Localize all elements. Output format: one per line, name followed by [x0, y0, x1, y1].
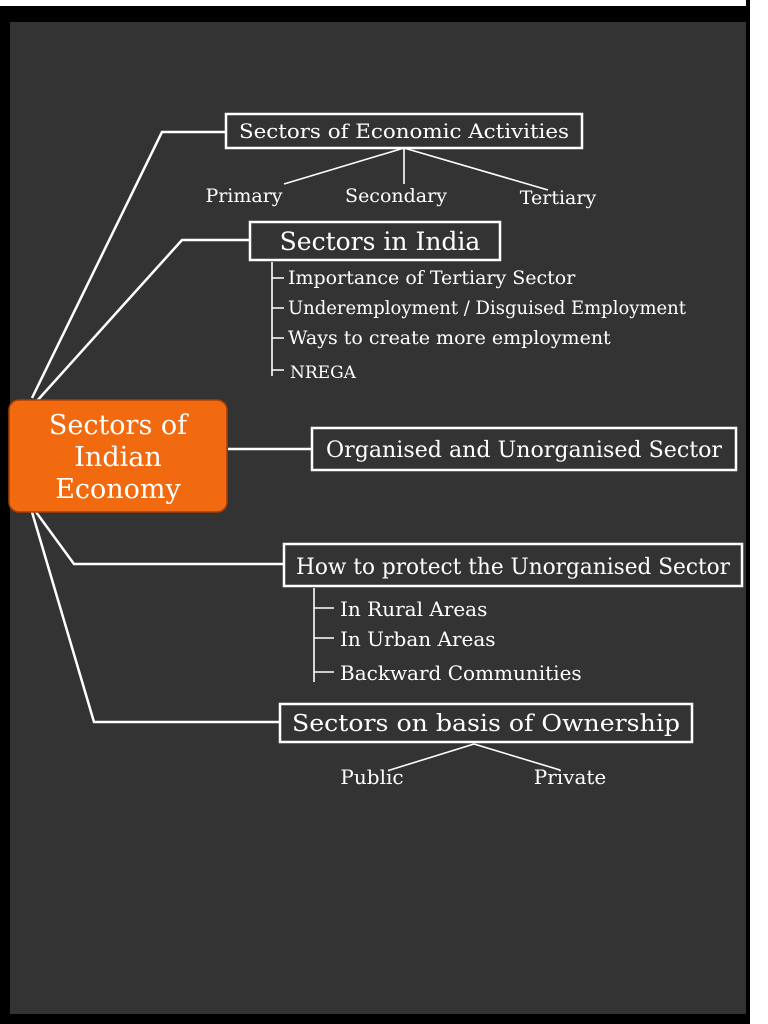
organised-title: Organised and Unorganised Sector — [326, 438, 722, 463]
economic-activities-title: Sectors of Economic Activities — [239, 119, 569, 143]
central-line-3: Economy — [55, 474, 181, 505]
branch-protect: How to protect the Unorganised Sector In… — [282, 542, 744, 685]
child-private: Private — [534, 765, 607, 789]
protect-title: How to protect the Unorganised Sector — [296, 555, 730, 580]
right-white-strip — [750, 0, 768, 1024]
connector-ownership — [30, 511, 280, 724]
sectors-india-box — [248, 220, 502, 262]
economic-activities-split — [283, 147, 549, 191]
sectors-india-title: Sectors in India — [280, 227, 481, 256]
central-node-box — [8, 399, 228, 513]
protect-item: In Rural Areas — [340, 597, 487, 621]
protect-list-line — [313, 588, 334, 682]
branch-organised: Organised and Unorganised Sector — [310, 426, 738, 472]
sectors-india-item: Underemployment / Disguised Employment — [288, 297, 686, 319]
ownership-title: Sectors on basis of Ownership — [292, 711, 680, 737]
protect-item: Backward Communities — [340, 661, 582, 685]
central-line-2: Indian — [74, 442, 161, 473]
top-white-bar — [0, 0, 746, 6]
child-public: Public — [340, 765, 403, 789]
mind-map-board — [10, 22, 746, 1014]
child-primary: Primary — [205, 185, 282, 207]
ownership-box — [278, 702, 694, 744]
connector-sectors-india — [35, 238, 250, 403]
connector-economic-activities — [30, 130, 226, 399]
child-secondary: Secondary — [345, 185, 447, 207]
sectors-india-item: Ways to create more employment — [288, 327, 611, 349]
sectors-india-item: NREGA — [290, 363, 357, 383]
protect-item: In Urban Areas — [340, 627, 496, 651]
sectors-india-list-line — [271, 262, 284, 376]
organised-box — [310, 426, 738, 472]
sectors-india-item: Importance of Tertiary Sector — [288, 267, 576, 289]
connectors — [30, 130, 312, 724]
branch-economic-activities: Sectors of Economic Activities Primary S… — [205, 112, 597, 209]
child-tertiary: Tertiary — [520, 187, 597, 209]
ownership-split — [389, 743, 561, 771]
branch-sectors-india: Sectors in India Importance of Tertiary … — [248, 220, 686, 383]
branch-ownership: Sectors on basis of Ownership Public Pri… — [278, 702, 694, 789]
central-node: Sectors of Indian Economy — [8, 399, 228, 513]
connector-protect — [34, 511, 284, 566]
protect-box — [282, 542, 744, 588]
central-line-1: Sectors of — [49, 410, 189, 441]
